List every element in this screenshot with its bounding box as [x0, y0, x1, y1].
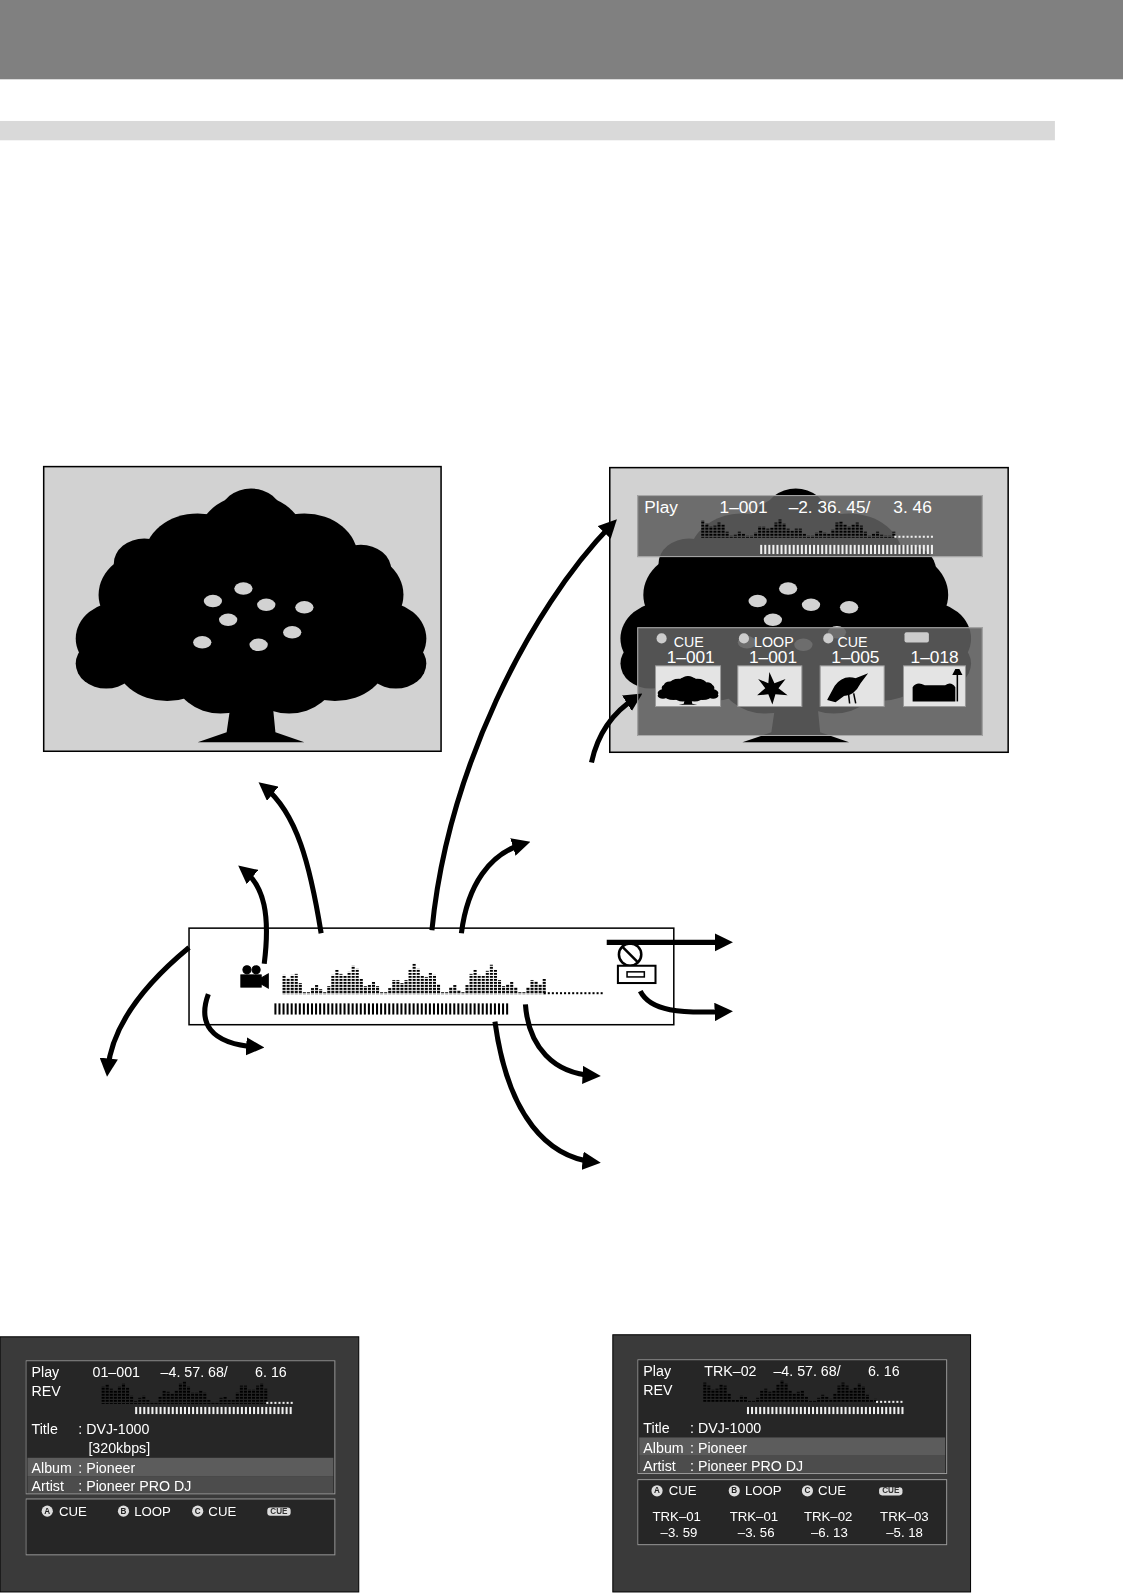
- screen-text: TRK–03: [880, 1510, 928, 1524]
- overlay-panel: Play 1–001 –2. 36. 45/3. 46: [637, 495, 983, 557]
- overlay-panel: Play 01–001 –4. 57. 68/6. 16 REV Title : DVJ-…: [25, 1360, 335, 1494]
- screen-text: : DVJ-1000: [690, 1421, 761, 1436]
- screen-text: 3. 46: [893, 499, 931, 517]
- screen-text: –5. 18: [886, 1526, 923, 1540]
- arrows: [108, 525, 726, 1162]
- memory-letter: C: [192, 1506, 203, 1517]
- memory-letter: A: [42, 1506, 53, 1517]
- screen-text: LOOP: [134, 1505, 171, 1519]
- screen-text: 1–005: [831, 649, 879, 667]
- screen-text: Artist: [32, 1479, 64, 1494]
- screen-text: TRK–02: [804, 1510, 852, 1524]
- screen-text: 1–018: [911, 649, 959, 667]
- level-meter: [703, 1381, 903, 1415]
- display-panel: [189, 928, 674, 1025]
- screen-text: –2. 36. 45/: [789, 499, 871, 517]
- screen-text: –4. 57. 68/: [773, 1364, 840, 1379]
- screen-text: LOOP: [754, 634, 794, 649]
- screen-text: [320kbps]: [88, 1440, 150, 1455]
- header-bar: [0, 0, 1123, 79]
- level-meter: [701, 519, 933, 554]
- screen-text: Play: [643, 1364, 671, 1379]
- overlay-panel: CUELOOPCUE1–0011–0011–0051–018: [637, 627, 983, 736]
- screen-text: 1–001: [667, 649, 715, 667]
- screen-text: Artist: [643, 1458, 675, 1473]
- screen: [0, 1337, 359, 1592]
- screen: [44, 467, 441, 752]
- memory-letter: B: [118, 1506, 129, 1517]
- screen-text: Album: [32, 1460, 72, 1475]
- screen-text: : Pioneer PRO DJ: [78, 1479, 191, 1494]
- screen-text: CUE: [669, 1484, 697, 1498]
- screen-text: 1–001: [720, 499, 768, 517]
- screen-text: REV: [32, 1383, 61, 1398]
- screen-text: CUE: [674, 634, 704, 649]
- screen-text: TRK–01: [652, 1510, 700, 1524]
- screen-text: CUE: [208, 1505, 236, 1519]
- screen-text: Play: [644, 499, 678, 517]
- section-bar: [0, 121, 1055, 140]
- screen: [610, 468, 1008, 753]
- overlay-panel: Play TRK–02 –4. 57. 68/6. 16 REV Title : DVJ-…: [637, 1359, 947, 1474]
- screen-text: LOOP: [745, 1484, 782, 1498]
- screen-text: : Pioneer: [690, 1440, 747, 1455]
- screen-text: 1–001: [749, 649, 797, 667]
- tree-silhouette: [76, 489, 427, 743]
- cue-badge: CUE: [267, 1507, 290, 1516]
- screen-text: Album: [643, 1440, 683, 1455]
- overlay-panel: A CUE B LOOP C CUE CUE: [25, 1498, 335, 1555]
- screen-text: CUE: [818, 1484, 846, 1498]
- overlay-panel: A CUE B LOOP C CUE CUE TRK–01 TRK–01 TRK–02 TRK–03…: [637, 1479, 947, 1545]
- screen-text: REV: [643, 1382, 672, 1397]
- tree-silhouette: [658, 676, 719, 705]
- screen-text: CUE: [59, 1505, 87, 1519]
- screen-text: Title: [32, 1422, 58, 1437]
- overlay-fill: [637, 495, 983, 557]
- memory-letter: C: [802, 1486, 813, 1497]
- screen-text: Play: [32, 1365, 60, 1380]
- level-meter: [274, 964, 602, 1015]
- level-meter: [102, 1382, 293, 1415]
- screen-text: –4. 57. 68/: [161, 1365, 228, 1380]
- screen-text: Title: [643, 1421, 669, 1436]
- screen-text: 01–001: [92, 1365, 139, 1380]
- screen-text: : Pioneer: [78, 1460, 135, 1475]
- screen-text: : DVJ-1000: [78, 1422, 149, 1437]
- screen-text: TRK–02: [704, 1364, 756, 1379]
- screen-text: 6. 16: [868, 1364, 900, 1379]
- overlay-fill: [637, 627, 983, 736]
- screen-text: –3. 56: [738, 1526, 775, 1540]
- screen-text: : Pioneer PRO DJ: [690, 1458, 803, 1473]
- memory-letter: B: [729, 1486, 740, 1497]
- screen-text: CUE: [837, 634, 867, 649]
- screen-text: –3. 59: [661, 1526, 698, 1540]
- memory-letter: A: [651, 1486, 662, 1497]
- cue-badge: CUE: [879, 1487, 902, 1496]
- screen-text: –6. 13: [811, 1526, 848, 1540]
- screen-text: 6. 16: [255, 1365, 287, 1380]
- screen-text: TRK–01: [730, 1510, 778, 1524]
- screen: [613, 1335, 971, 1592]
